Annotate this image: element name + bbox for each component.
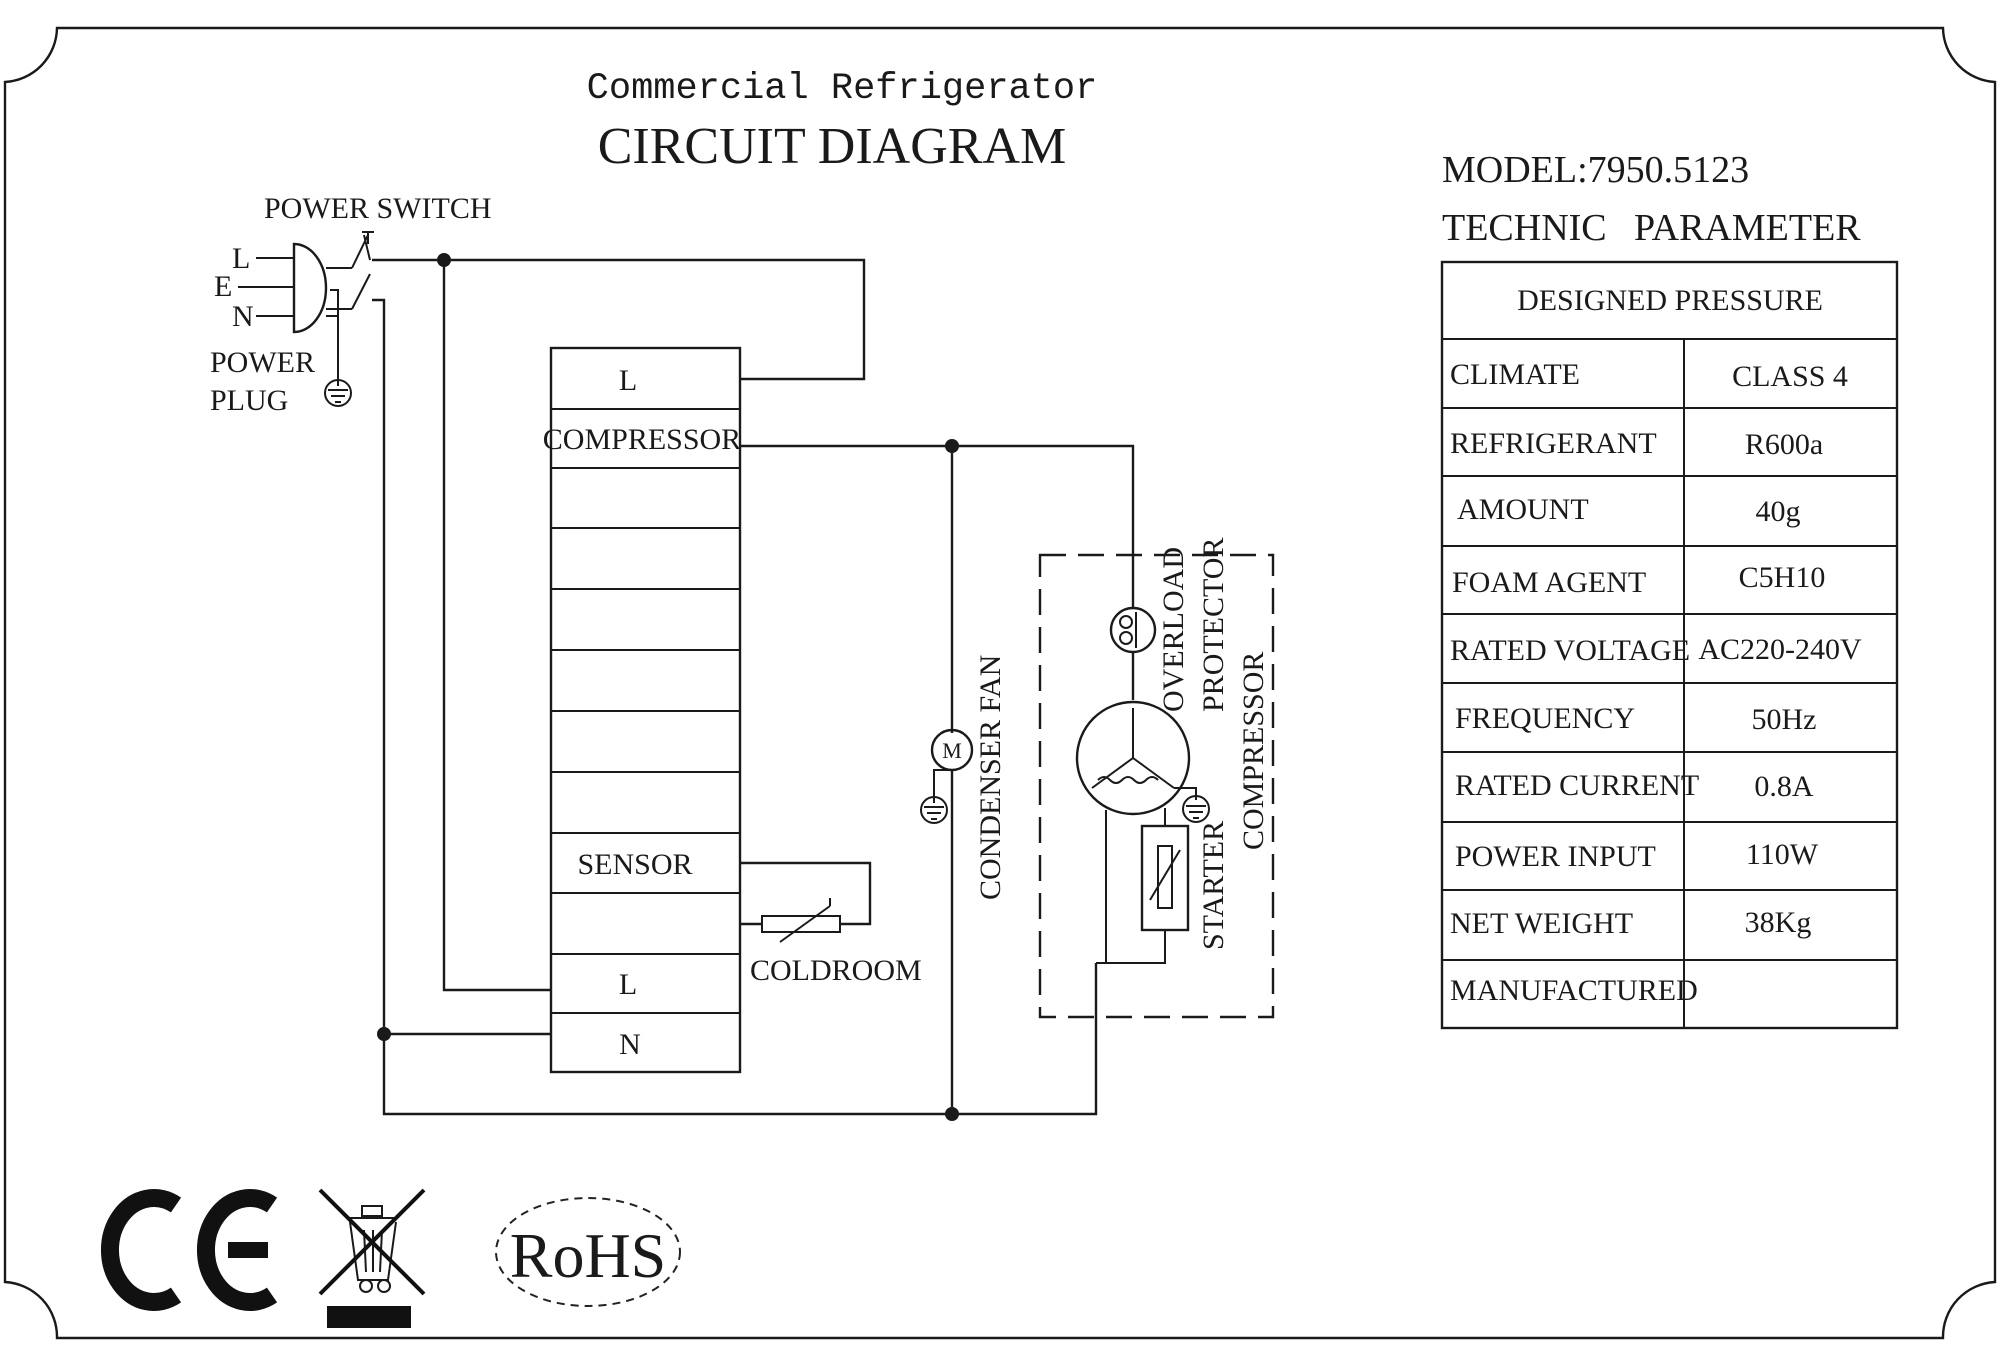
spec-row-label: FREQUENCY [1455, 702, 1635, 735]
plug-pin-n: N [232, 300, 254, 333]
condenser-fan-label: CONDENSER FAN [974, 655, 1007, 900]
ce-mark [101, 1189, 278, 1311]
model-number: 7950.5123 [1588, 149, 1750, 191]
spec-row-label: CLIMATE [1450, 358, 1580, 391]
junction-dot [377, 1027, 391, 1041]
spec-row-label: REFRIGERANT [1450, 427, 1657, 460]
spec-row-value: 38Kg [1745, 906, 1812, 939]
plate-border [3, 26, 1997, 1340]
spec-row-label: MANUFACTURED [1450, 974, 1698, 1007]
overload-protector-symbol [1109, 555, 1157, 700]
compressor-label: COMPRESSOR [1237, 652, 1270, 850]
starter-label: STARTER [1197, 821, 1230, 950]
terminal-block [549, 346, 742, 1074]
plug-pin-l: L [232, 242, 250, 275]
model-label: MODEL:7950.5123 [1442, 149, 1749, 191]
technic-heading: TECHNIC [1442, 207, 1607, 249]
coldroom-sensor-symbol [761, 898, 841, 943]
power-switch-symbol [326, 231, 374, 310]
spec-row-label: RATED CURRENT [1455, 769, 1699, 802]
wiring [372, 258, 1135, 1116]
condenser-fan-motor: M [930, 728, 974, 790]
coldroom-label: COLDROOM [750, 954, 922, 987]
spec-row-label: AMOUNT [1457, 493, 1589, 526]
spec-row-label: NET WEIGHT [1450, 907, 1633, 940]
power-switch-label: POWER SWITCH [264, 192, 492, 225]
spec-row-value: 110W [1746, 838, 1819, 871]
spec-row-value: 40g [1756, 495, 1801, 528]
spec-row-label: POWER INPUT [1455, 840, 1656, 873]
terminal-row-label: SENSOR [577, 848, 692, 881]
rohs-logo: RoHS [495, 1197, 681, 1307]
crossed-bin-icon [318, 1188, 426, 1328]
terminal-row-label: L [619, 364, 637, 397]
spec-row-value: AC220-240V [1698, 633, 1862, 666]
ground-icon [1182, 795, 1210, 823]
ground-icon [324, 365, 352, 407]
junction-dot [945, 1107, 959, 1121]
overload-label: OVERLOAD [1157, 547, 1190, 712]
model-label-text: MODEL: [1442, 149, 1588, 191]
spec-row-label: FOAM AGENT [1452, 566, 1646, 599]
junction-dot [945, 439, 959, 453]
compressor-enclosure [1038, 553, 1275, 1019]
plug-pin-e: E [214, 270, 232, 303]
starter-symbol [1096, 808, 1190, 964]
power-plug-label-1: POWER [210, 346, 315, 379]
terminal-row-label: L [619, 968, 637, 1001]
spec-row-value: CLASS 4 [1732, 360, 1848, 393]
power-plug-label-2: PLUG [210, 384, 288, 417]
spec-row-label: RATED VOLTAGE [1450, 634, 1690, 667]
motor-symbol: M [942, 738, 962, 763]
spec-table [1440, 260, 1899, 1030]
compressor-motor-symbol [1075, 700, 1197, 816]
spec-row-value: R600a [1745, 428, 1823, 461]
diagram-title: CIRCUIT DIAGRAM [598, 118, 1067, 175]
parameter-heading: PARAMETER [1634, 207, 1861, 249]
spec-row-value: 50Hz [1752, 703, 1817, 736]
diagram-subtitle: Commercial Refrigerator [587, 68, 1098, 110]
ground-icon [920, 790, 948, 824]
junction-dot [437, 253, 451, 267]
protector-label: PROTECTOR [1197, 538, 1230, 712]
terminal-row-label: N [619, 1028, 641, 1061]
rohs-text: RoHS [510, 1220, 667, 1291]
spec-row-value: 0.8A [1754, 770, 1814, 803]
terminal-row-label: COMPRESSOR [543, 423, 741, 456]
power-plug-symbol [238, 242, 339, 365]
spec-table-header: DESIGNED PRESSURE [1517, 284, 1823, 317]
spec-row-value: C5H10 [1739, 561, 1826, 594]
